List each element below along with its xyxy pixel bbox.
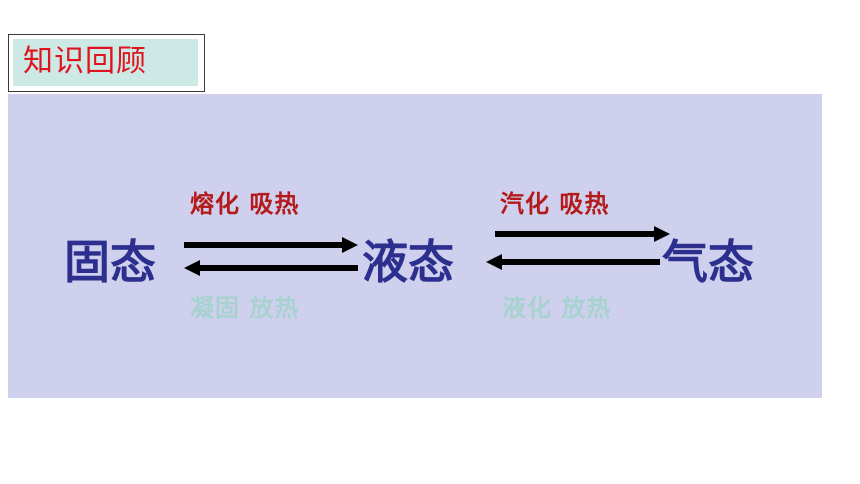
label-melting: 熔化 吸热 [190,189,300,218]
diagram-panel [8,94,822,398]
arrow-solidifying [184,260,358,276]
state-solid: 固态 [64,235,156,289]
state-liquid: 液态 [362,235,454,289]
title-box: 知识回顾 [8,34,205,92]
title-background [13,39,198,86]
label-solidifying: 凝固 放热 [190,293,300,322]
label-liquefying: 液化 放热 [502,293,612,322]
arrow-melting [184,237,358,253]
arrow-vaporizing [495,226,670,242]
arrow-liquefying [486,254,660,270]
page-title: 知识回顾 [23,44,147,79]
state-gas: 气态 [662,235,754,289]
label-vaporizing: 汽化 吸热 [500,189,610,218]
